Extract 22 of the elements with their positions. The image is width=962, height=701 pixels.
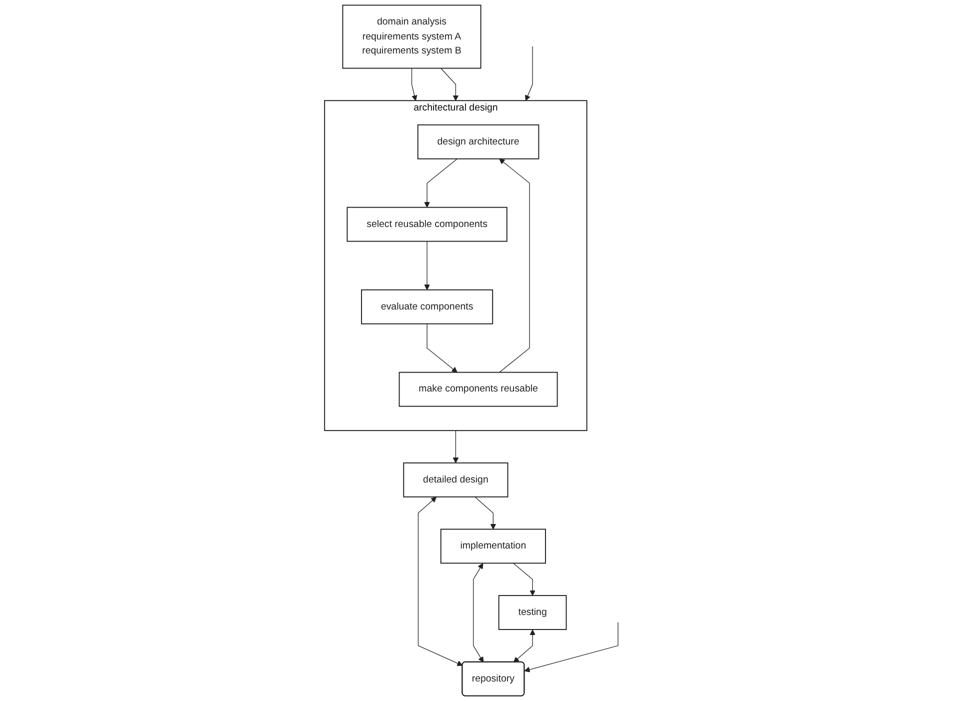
arrow <box>424 241 430 290</box>
arrow <box>424 158 458 208</box>
arrow <box>513 562 536 596</box>
arrow <box>474 496 496 530</box>
arrow <box>411 68 418 101</box>
node-box: domain analysis requirements system A requirements system B <box>342 4 482 69</box>
node-box: make components reusable <box>398 372 558 407</box>
arrow <box>473 563 484 662</box>
node-box: evaluate components <box>361 289 494 324</box>
arrow <box>440 68 459 101</box>
node-box: testing <box>498 595 567 630</box>
arrow <box>426 323 458 373</box>
arrow <box>525 46 533 101</box>
arrow <box>452 430 459 464</box>
arrow <box>499 158 530 373</box>
arrow <box>513 630 536 662</box>
node-box: select reusable components <box>346 206 508 242</box>
arrow <box>524 622 618 672</box>
arrow <box>418 496 463 666</box>
node-box: design architecture <box>417 124 540 160</box>
node-box: implementation <box>440 528 546 564</box>
node-box: detailed design <box>403 462 508 498</box>
